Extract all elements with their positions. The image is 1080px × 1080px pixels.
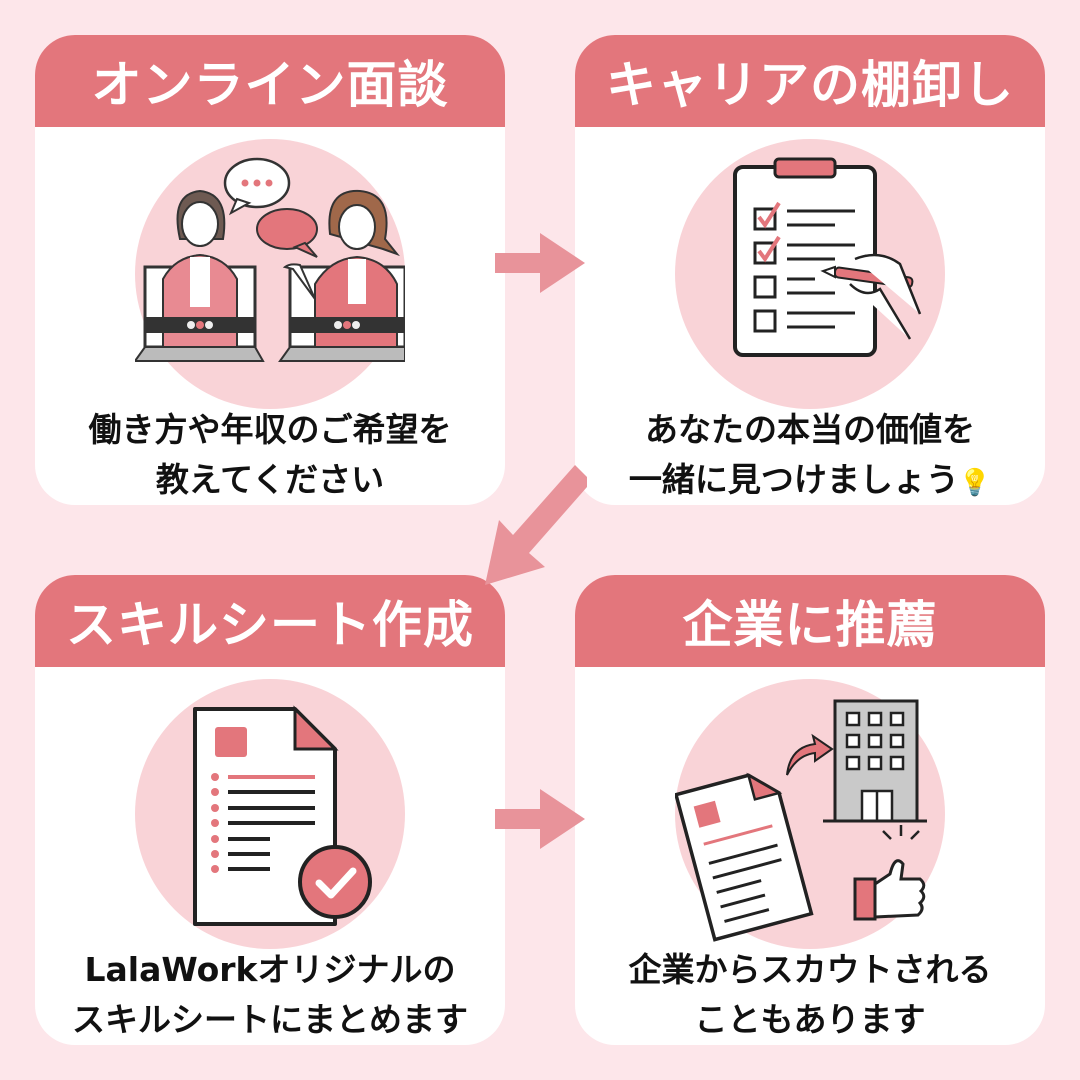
step-card-company-recommendation: 企業に推薦 (575, 575, 1045, 1045)
caption-line-2: 一緒に見つけましょう (628, 460, 959, 499)
step-caption: 企業からスカウトされる こともあります (575, 945, 1045, 1045)
caption-line-2: 教えてください (155, 460, 385, 499)
caption-line-1: 企業からスカウトされる (628, 950, 992, 989)
right-laptop-person (278, 189, 405, 362)
step-caption: LalaWorkオリジナルの スキルシートにまとめます (35, 945, 505, 1045)
lightbulb-icon: 💡 (958, 468, 992, 498)
step-card-skill-sheet: スキルシート作成 LalaWorkオリジナルの スキルシートにまとめます (35, 575, 505, 1045)
skill-sheet-document-icon (135, 679, 405, 949)
curved-arrow-icon (786, 733, 834, 776)
step-title: スキルシート作成 (35, 575, 505, 667)
thumbs-up-icon (853, 825, 926, 921)
video-call-interview-icon (135, 139, 405, 409)
document-icon (675, 772, 814, 942)
caption-line-1: 働き方や年収のご希望を (88, 410, 452, 449)
caption-line-1: あなたの本当の価値を (645, 410, 975, 449)
step-caption: 働き方や年収のご希望を 教えてください (35, 405, 505, 505)
step-caption: あなたの本当の価値を 一緒に見つけましょう💡 (575, 405, 1045, 505)
caption-line-2: こともあります (694, 1000, 926, 1039)
speech-bubble-icon (223, 157, 318, 258)
company-recommendation-icon (675, 679, 945, 949)
step-title: キャリアの棚卸し (575, 35, 1045, 127)
checklist-clipboard-icon (675, 139, 945, 409)
caption-line-1: LalaWorkオリジナルの (84, 950, 456, 989)
step-card-career-inventory: キャリアの棚卸し あなたの本当の価値を 一緒に見つけましょう💡 (575, 35, 1045, 505)
arrow-right-icon (495, 789, 585, 849)
left-laptop-person (135, 189, 265, 362)
step-title: オンライン面談 (35, 35, 505, 127)
step-card-online-interview: オンライン面談 (35, 35, 505, 505)
arrow-down-left-icon (485, 465, 587, 585)
caption-line-2: スキルシートにまとめます (72, 1000, 468, 1039)
check-circle-icon (298, 845, 372, 919)
step-title: 企業に推薦 (575, 575, 1045, 667)
building-icon (823, 699, 927, 823)
arrow-right-icon (495, 233, 585, 293)
